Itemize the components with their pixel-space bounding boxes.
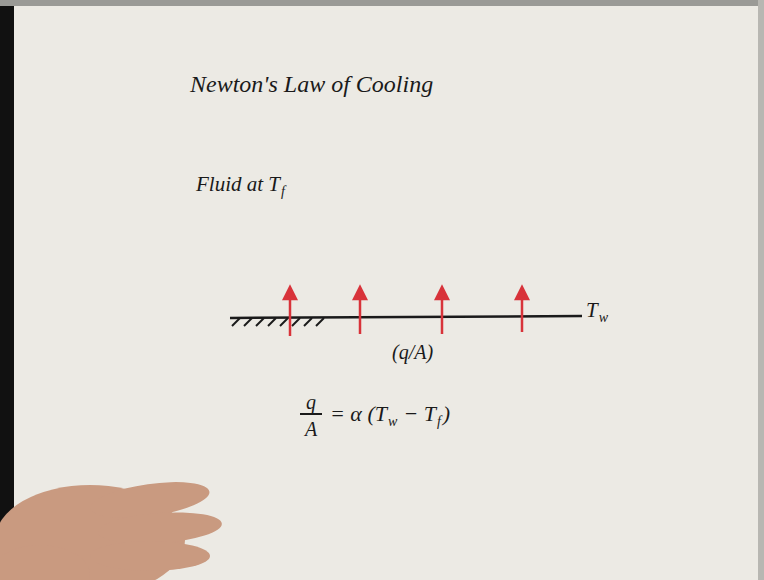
subscript: f	[281, 185, 285, 199]
heat-flux-arrows	[284, 287, 528, 336]
subscript: w	[388, 415, 397, 429]
subscript: w	[599, 311, 608, 325]
denominator: A	[305, 419, 317, 439]
subscript: f	[437, 415, 441, 429]
frame-edge	[758, 0, 764, 580]
wall-surface	[230, 316, 582, 318]
heat-flux-label: (q/A)	[392, 342, 433, 362]
equation-part: − T	[403, 403, 436, 425]
fluid-label: Fluid at T	[196, 174, 280, 195]
wall-temperature: T	[586, 300, 598, 321]
equation-part: = α (T	[330, 403, 387, 425]
hand	[0, 476, 223, 580]
frame-edge	[0, 0, 14, 580]
wall-hatching	[232, 318, 324, 326]
numerator: q	[306, 392, 316, 412]
frame-edge	[0, 0, 764, 6]
equation-part: )	[443, 403, 450, 425]
slide-title: Newton's Law of Cooling	[190, 72, 433, 96]
fraction-bar	[300, 413, 322, 415]
